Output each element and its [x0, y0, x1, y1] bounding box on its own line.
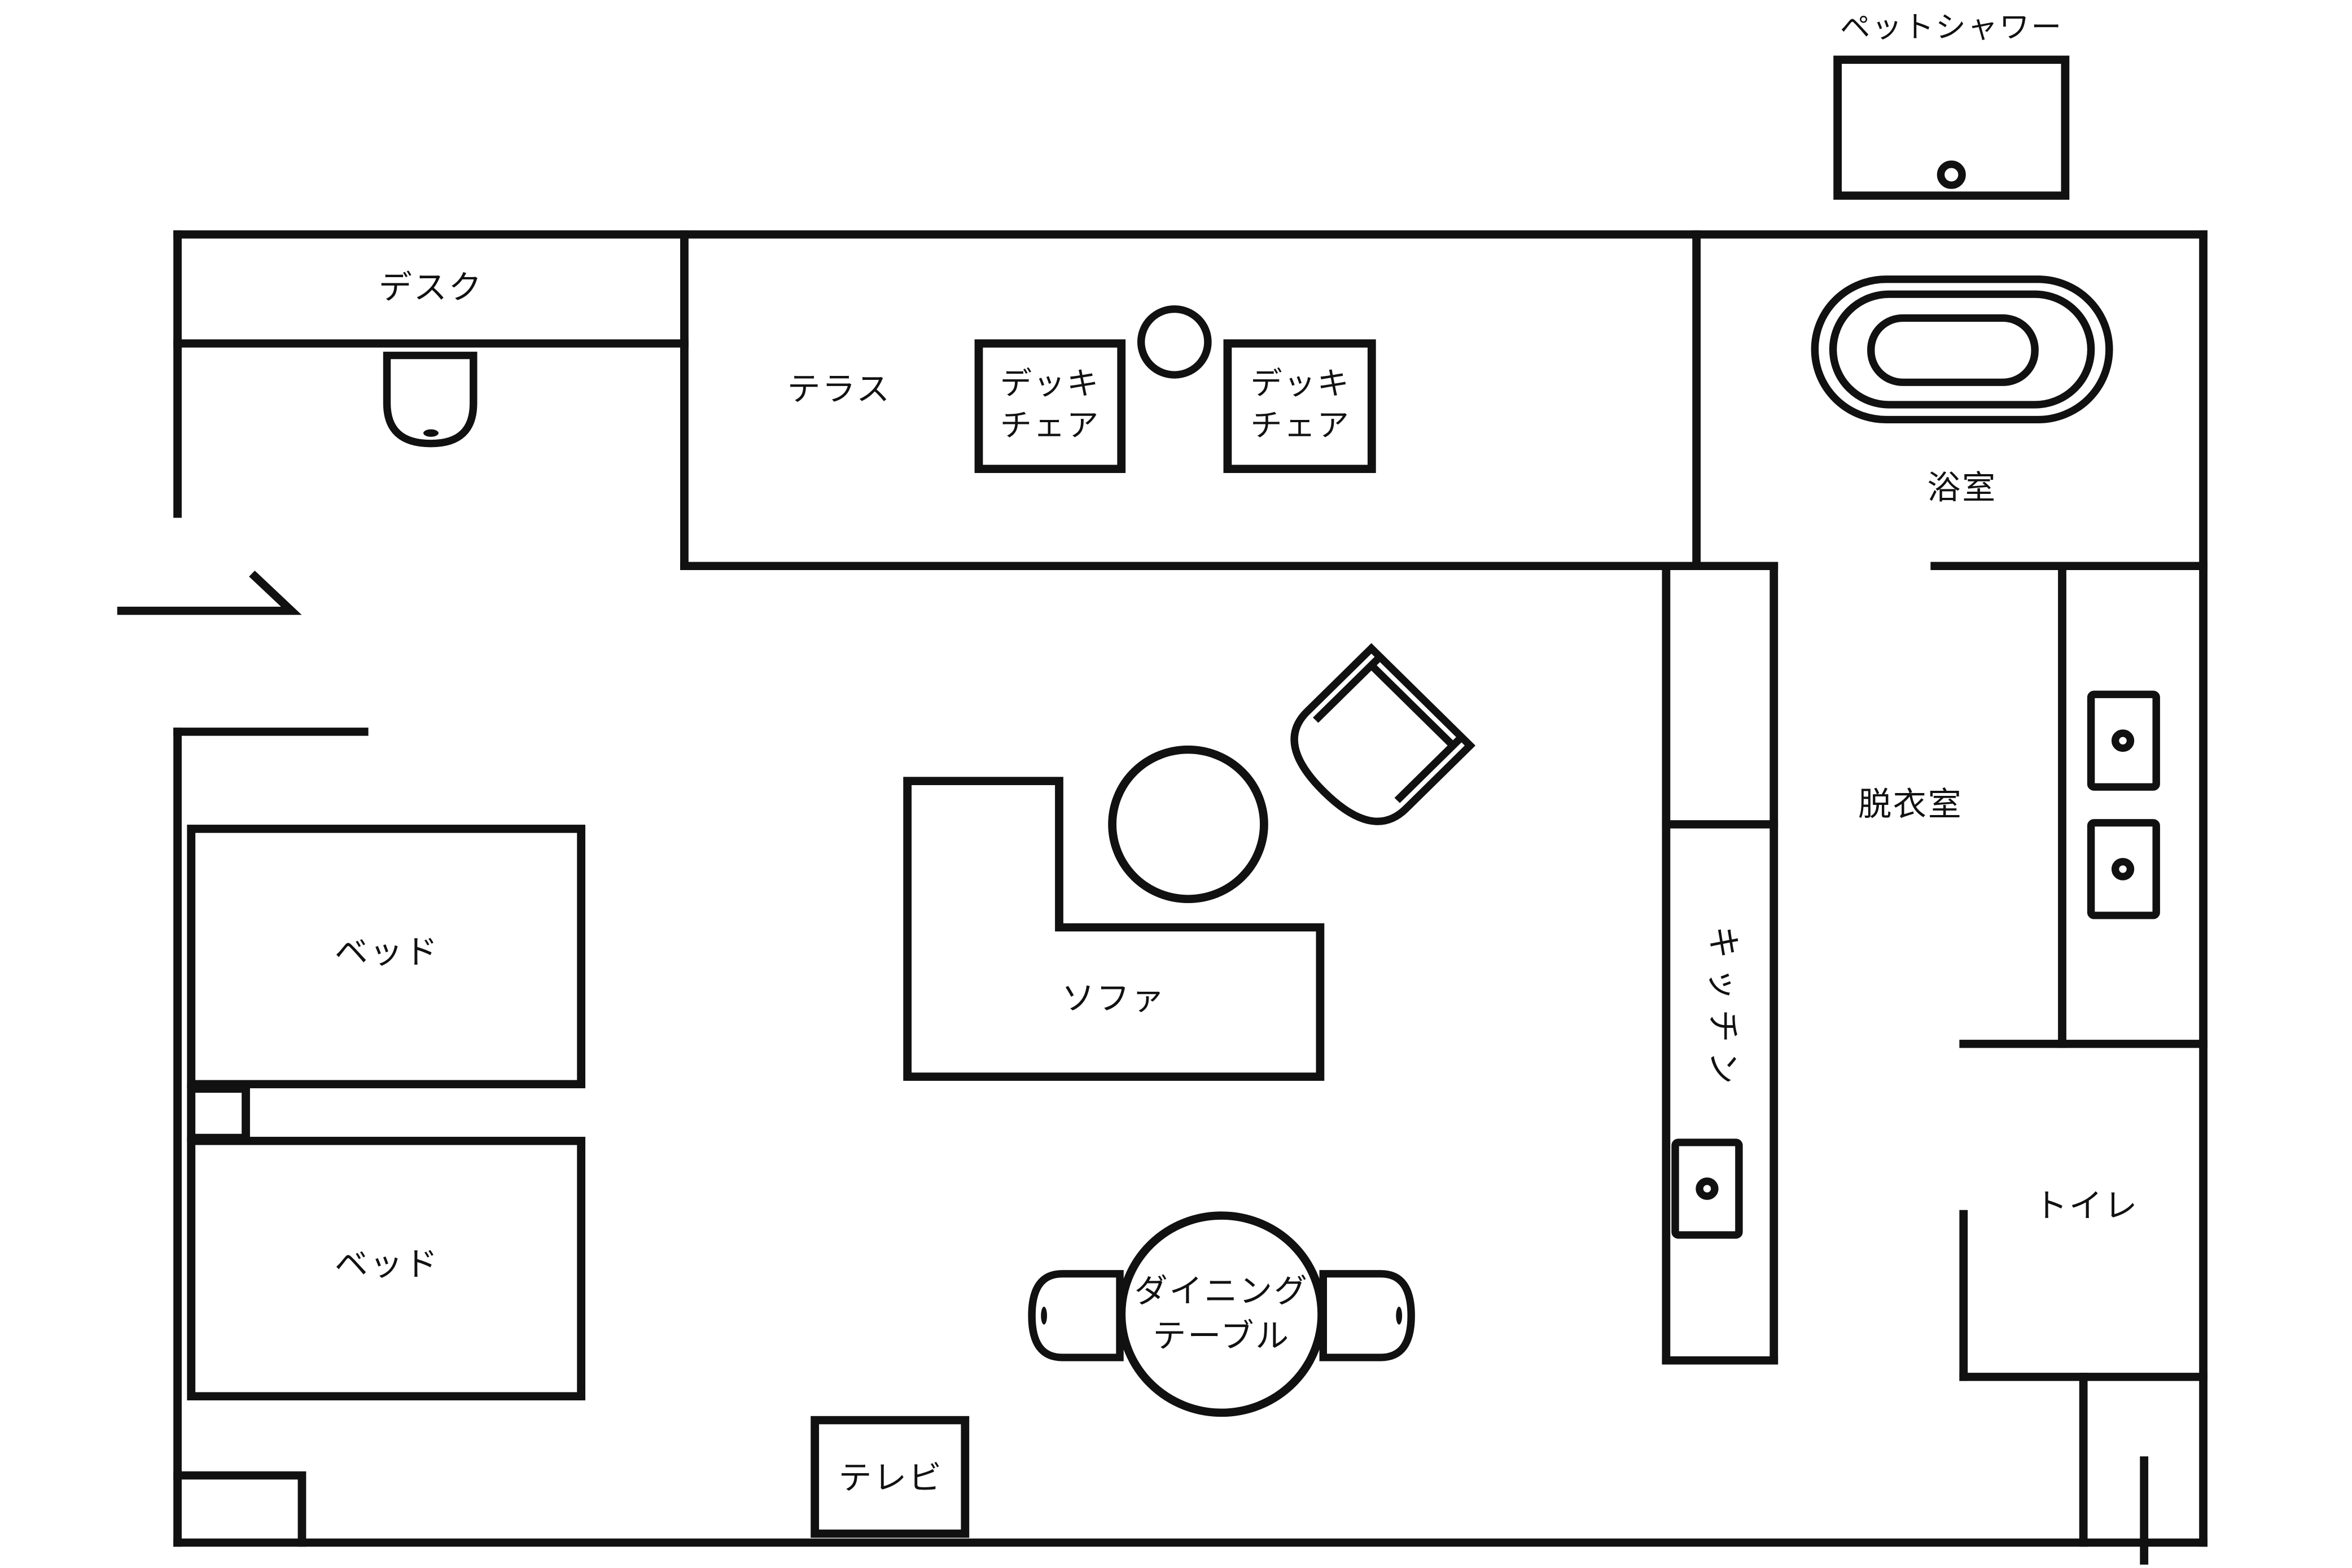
coffee-table: [1108, 745, 1268, 903]
shower-drain-icon: [1937, 160, 1966, 189]
bathroom-label: 浴室: [1927, 468, 1997, 506]
terrace-label: テラス: [787, 370, 891, 408]
bedroom: [173, 825, 586, 1547]
dressing-room: [1959, 562, 2208, 1048]
bed-1: [187, 825, 586, 1089]
dressing-room-label: 脱衣室: [1858, 785, 1963, 823]
deck-chair-2-label-line2: チェア: [1250, 408, 1350, 444]
nightstand: [187, 1084, 250, 1142]
desk-label: デスク: [379, 269, 483, 306]
bed-2: [187, 1137, 586, 1401]
desk-area: [173, 230, 689, 571]
bathtub-icon: [1811, 275, 2113, 424]
pet-shower-label: ペットシャワー: [1840, 10, 2063, 45]
dining-chair-left-icon: [1028, 1270, 1124, 1361]
tv-label: テレビ: [838, 1458, 943, 1496]
dining-label-line2: テーブル: [1153, 1317, 1290, 1355]
dining-area: [1028, 1211, 1415, 1417]
terrace-side-table: [1137, 305, 1212, 379]
entrance-door: [117, 570, 302, 615]
armchair-icon: [1290, 643, 1476, 825]
deck-chair-1-label-line2: チェア: [1000, 408, 1100, 444]
dining-table: [1117, 1211, 1326, 1417]
washbasin-1-icon: [2087, 690, 2160, 791]
desk-chair-icon: [383, 352, 478, 448]
terrace: [680, 230, 1779, 571]
sofa-label: ソファ: [1062, 979, 1166, 1017]
kitchen-label: キッチン: [1703, 926, 1742, 1093]
tv: [811, 1416, 970, 1538]
deck-chair-2-label-line1: デッキ: [1250, 366, 1350, 402]
pet-shower: [1833, 55, 2070, 200]
outer-walls: [173, 230, 2208, 1547]
dining-label-line1: ダイニング: [1135, 1272, 1309, 1309]
deck-chair-2: [1223, 339, 1376, 474]
bed-2-label: ベッド: [335, 1245, 439, 1283]
bathroom: [1811, 275, 2208, 571]
kitchen: [1662, 562, 1779, 1365]
kitchen-sink-icon: [1671, 1138, 1743, 1239]
living-area: [903, 643, 1476, 1081]
toilet-room: [1959, 1210, 2208, 1565]
sofa: [903, 777, 1325, 1081]
bed-1-label: ベッド: [335, 933, 439, 971]
toilet-label: トイレ: [2034, 1187, 2139, 1225]
washbasin-2-icon: [2087, 819, 2160, 919]
deck-chair-1: [974, 339, 1126, 474]
deck-chair-1-label-line1: デッキ: [1000, 366, 1100, 402]
dining-chair-right-icon: [1319, 1270, 1415, 1361]
closet: [173, 1471, 306, 1547]
